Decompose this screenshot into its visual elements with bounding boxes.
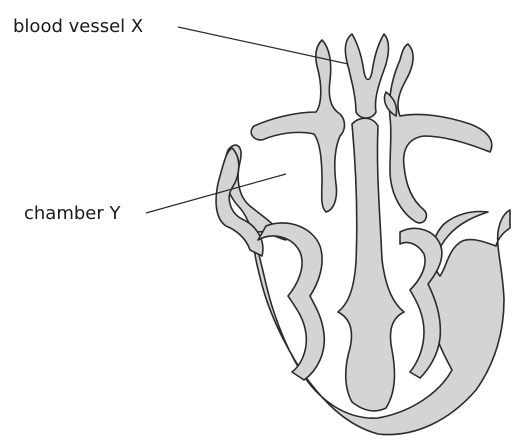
vessel-x — [345, 34, 388, 118]
chamber-y-label: chamber Y — [24, 203, 121, 224]
right-vessel-branch — [389, 44, 491, 223]
blood-vessel-x-label: blood vessel X — [13, 16, 143, 37]
right-ventricle-wall — [400, 228, 442, 378]
left-vessel-branch — [251, 40, 344, 212]
